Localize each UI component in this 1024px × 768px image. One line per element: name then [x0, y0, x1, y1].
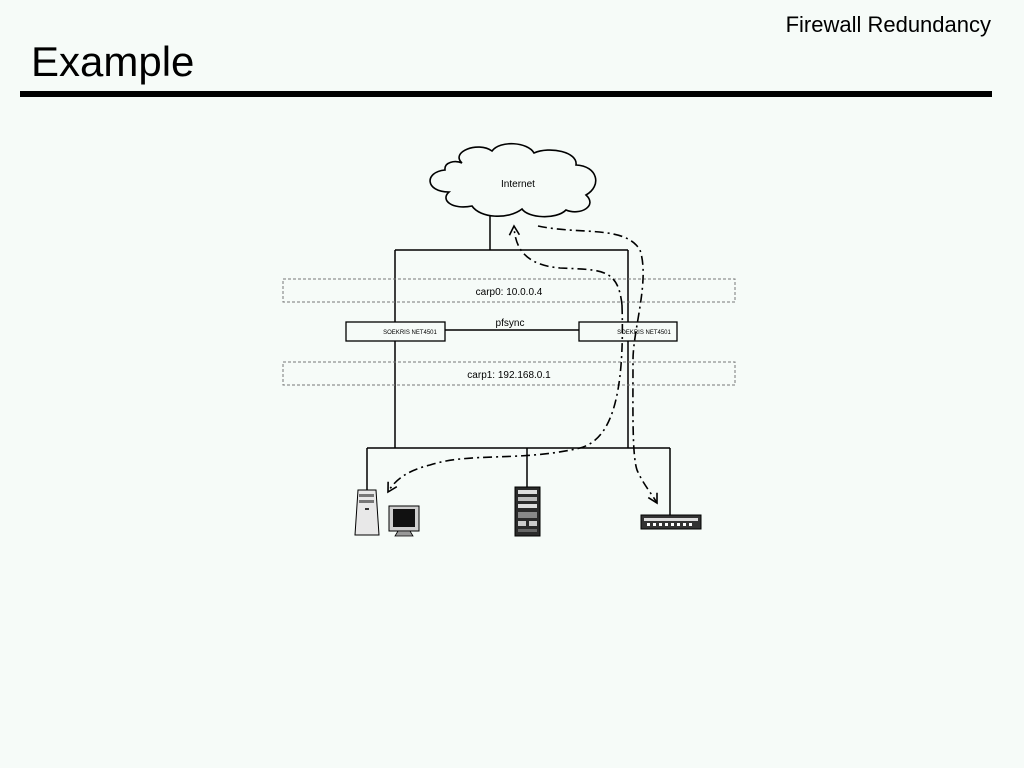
network-links: [366, 215, 671, 515]
return-flow-arrow: [508, 224, 623, 306]
traffic-flows: [387, 224, 658, 505]
server-icon: [514, 486, 541, 537]
internet-cloud: Internet: [429, 142, 597, 218]
firewall-left: SOEKRIS NET4501: [345, 321, 446, 342]
firewall-right-label: SOEKRIS NET4501: [617, 330, 671, 336]
pfsync-label: pfsync: [496, 318, 525, 329]
network-switch-icon: [640, 514, 702, 530]
carp1-group: carp1: 192.168.0.1: [282, 361, 736, 386]
carp0-group: carp0: 10.0.0.4: [282, 278, 736, 303]
workstation-icon: [354, 489, 420, 537]
carp1-label: carp1: 192.168.0.1: [467, 370, 551, 381]
section-title: Firewall Redundancy: [785, 12, 991, 37]
title-rule: [20, 91, 992, 97]
carp1-box: [282, 361, 736, 386]
slide-title: Example: [31, 38, 195, 85]
firewall-left-label: SOEKRIS NET4501: [383, 330, 437, 336]
outbound-flow-arrow: [537, 225, 658, 505]
carp0-label: carp0: 10.0.0.4: [476, 287, 543, 298]
cloud-label: Internet: [501, 179, 535, 190]
inbound-flow-arrow: [387, 304, 624, 494]
firewall-right: SOEKRIS NET4501: [578, 321, 678, 342]
carp0-box: [282, 278, 736, 303]
